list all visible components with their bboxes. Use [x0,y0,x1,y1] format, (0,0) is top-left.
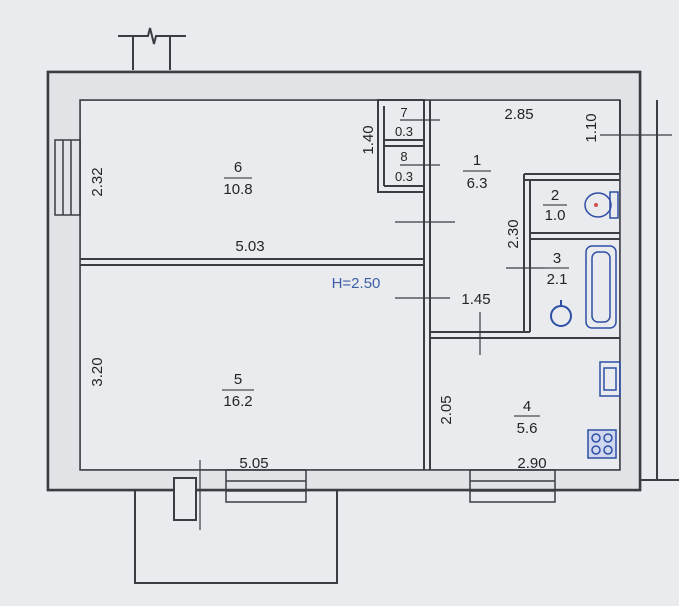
sink-icon [550,300,572,327]
dim-closet-depth: 1.40 [360,125,377,154]
room-1-label: 1 6.3 [463,152,491,192]
room-8-number: 8 [400,149,407,164]
room-5-number: 5 [234,371,242,388]
balcony [134,460,338,584]
dim-kitchen-width: 2.90 [517,455,546,472]
room-7-label: 7 0.3 [395,105,413,139]
bathtub-icon [585,245,617,329]
stove-icon [587,429,617,459]
room-4-number: 4 [523,398,531,415]
room-5-area: 16.2 [223,393,252,410]
dim-room5-width: 5.05 [239,455,268,472]
room-4-area: 5.6 [517,420,538,437]
room-8-area: 0.3 [395,169,413,184]
kitchen-sink-icon [599,361,621,397]
room-1-number: 1 [473,152,481,169]
room-2-area: 1.0 [545,207,566,224]
room-8-label: 8 0.3 [395,149,413,184]
toilet-icon [584,191,619,219]
room-1-area: 6.3 [467,175,488,192]
dim-hall-passage: 1.45 [461,291,490,308]
room-2-label: 2 1.0 [543,187,567,224]
ceiling-height-label: H=2.50 [332,275,381,292]
room-3-number: 3 [553,250,561,267]
bottom-window-left [225,469,307,503]
room-3-label: 3 2.1 [545,250,569,288]
dim-room6-width: 5.03 [235,238,264,255]
dim-room5-depth: 3.20 [89,357,106,386]
dim-entry-depth: 1.10 [583,113,600,142]
dim-room6-depth: 2.32 [89,167,106,196]
room-6-number: 6 [234,159,242,176]
top-wall-fill [48,72,640,100]
interior-walls [80,99,621,470]
left-wall-fill [48,72,80,490]
right-wall-fill [620,72,640,490]
room-4-label: 4 5.6 [514,398,540,437]
room-7-number: 7 [400,105,407,120]
room-3-area: 2.1 [547,271,568,288]
dim-hall-width: 2.85 [504,106,533,123]
left-window [54,139,81,216]
room-6-label: 6 10.8 [223,159,252,198]
room-6-area: 10.8 [223,181,252,198]
room-2-number: 2 [551,187,559,204]
room-5-label: 5 16.2 [222,371,254,410]
bottom-window-right [469,469,556,503]
dim-bath-depth: 2.30 [505,219,522,248]
dim-kitchen-depth: 2.05 [438,395,455,424]
entrance-stub [118,27,186,70]
bottom-wall-fill [48,470,640,490]
room-7-area: 0.3 [395,124,413,139]
dimension-ticks [395,119,672,355]
